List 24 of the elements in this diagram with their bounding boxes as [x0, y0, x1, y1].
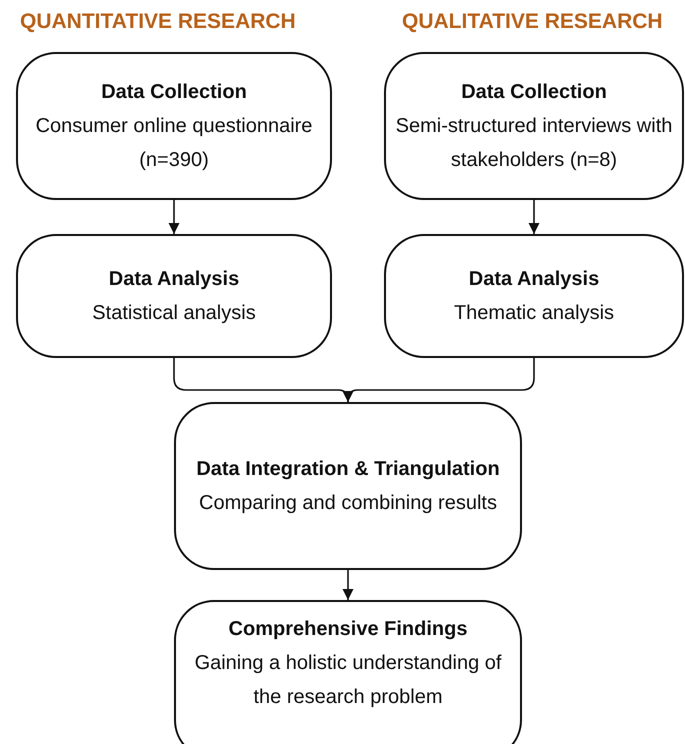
arrow — [342, 358, 535, 402]
box-description: Gaining a holistic understanding of the research problem — [194, 651, 502, 710]
box-title: Data Collection — [461, 80, 607, 105]
box-description: Thematic analysis — [454, 301, 614, 326]
arrow — [528, 200, 540, 234]
box-title: Data Analysis — [108, 267, 240, 292]
arrow — [168, 200, 180, 234]
section-heading: QUALITATIVE RESEARCH — [402, 10, 663, 34]
process-box — [384, 52, 684, 200]
process-box — [384, 234, 684, 358]
box-description: Consumer online questionnaire (n=390) — [34, 114, 314, 173]
box-description: Comparing and combining results — [199, 491, 497, 516]
box-title: Data Integration & Triangulation — [196, 457, 500, 482]
process-box — [174, 600, 522, 744]
box-title: Data Analysis — [468, 267, 600, 292]
process-box — [16, 52, 332, 200]
box-description: Statistical analysis — [92, 301, 256, 326]
section-heading: QUANTITATIVE RESEARCH — [20, 10, 296, 34]
process-box — [174, 402, 522, 570]
box-description: Semi-structured interviews with stakeholders (n=8) — [394, 114, 674, 173]
arrow — [342, 570, 354, 600]
process-box — [16, 234, 332, 358]
box-title: Data Collection — [101, 80, 247, 105]
box-title: Comprehensive Findings — [228, 617, 468, 642]
